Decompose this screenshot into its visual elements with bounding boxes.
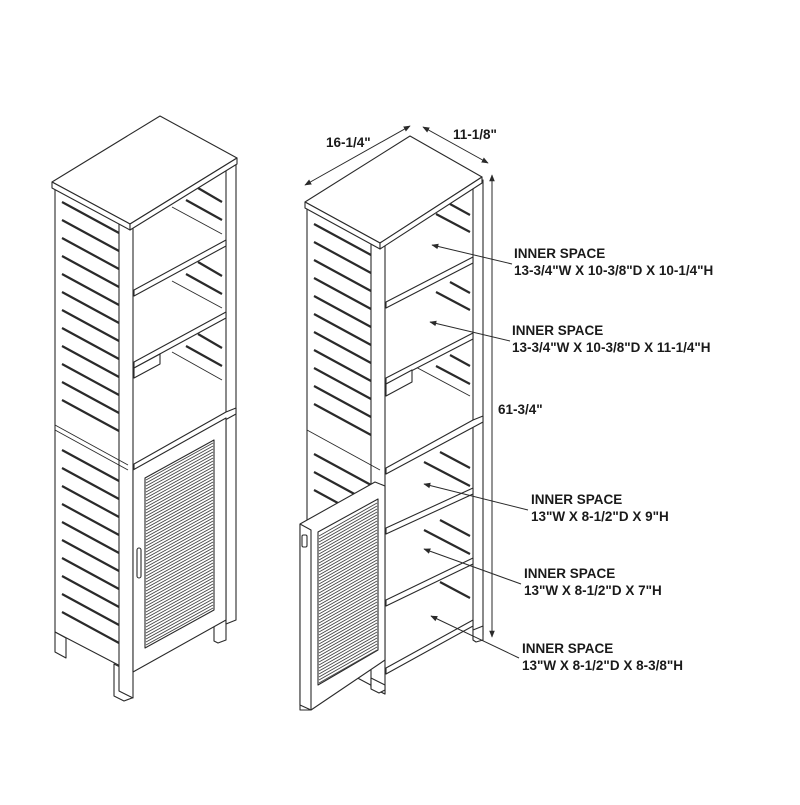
- inner-space-size: 13"W X 8-1/2"D X 7"H: [524, 583, 662, 598]
- door-louvers-open: [318, 502, 378, 684]
- leader-arrow-3: [423, 482, 529, 511]
- inner-space-size: 13-3/4"W X 10-3/8"D X 10-1/4"H: [514, 263, 714, 278]
- inner-space-callout-3: INNER SPACE 13"W X 8-1/2"D X 9"H: [531, 491, 669, 525]
- inner-space-title: INNER SPACE: [531, 492, 623, 507]
- inner-space-title: INNER SPACE: [512, 323, 604, 338]
- leader-arrow-4: [423, 548, 522, 585]
- shelf: [133, 311, 227, 369]
- inner-space-callout-2: INNER SPACE 13-3/4"W X 10-3/8"D X 11-1/4…: [512, 322, 711, 356]
- cabinet-open-view: [299, 135, 484, 711]
- shelf: [133, 239, 227, 297]
- inner-space-size: 13"W X 8-1/2"D X 9"H: [531, 509, 669, 524]
- side-slats: [54, 201, 129, 644]
- dimension-lines: [304, 125, 529, 659]
- door-hinge: [301, 534, 308, 548]
- inner-space-callout-1: INNER SPACE 13-3/4"W X 10-3/8"D X 10-1/4…: [514, 245, 713, 279]
- width-dimension-label: 16-1/4": [326, 135, 371, 150]
- height-dimension-label: 61-3/4": [498, 402, 543, 417]
- leader-arrow-5: [430, 615, 520, 659]
- cabinet-closed-view: [51, 115, 238, 702]
- depth-arrow: [422, 126, 489, 164]
- inner-space-title: INNER SPACE: [522, 641, 614, 656]
- depth-dimension-label: 11-1/8": [453, 127, 497, 142]
- door-handle[interactable]: [136, 547, 142, 579]
- inner-space-size: 13-3/4"W X 10-3/8"D X 11-1/4"H: [512, 340, 711, 355]
- inner-space-callout-4: INNER SPACE 13"W X 8-1/2"D X 7"H: [524, 565, 662, 599]
- door-louvers: [145, 442, 214, 646]
- back-slats-open: [411, 203, 471, 599]
- back-slats: [171, 187, 223, 381]
- width-arrow: [304, 125, 411, 186]
- leader-arrow-2: [429, 320, 511, 342]
- inner-space-title: INNER SPACE: [514, 246, 606, 261]
- inner-space-callout-5: INNER SPACE 13"W X 8-1/2"D X 8-3/8"H: [522, 640, 683, 674]
- inner-space-title: INNER SPACE: [524, 566, 616, 581]
- leader-arrow-1: [431, 243, 513, 265]
- inner-space-size: 13"W X 8-1/2"D X 8-3/8"H: [522, 658, 684, 673]
